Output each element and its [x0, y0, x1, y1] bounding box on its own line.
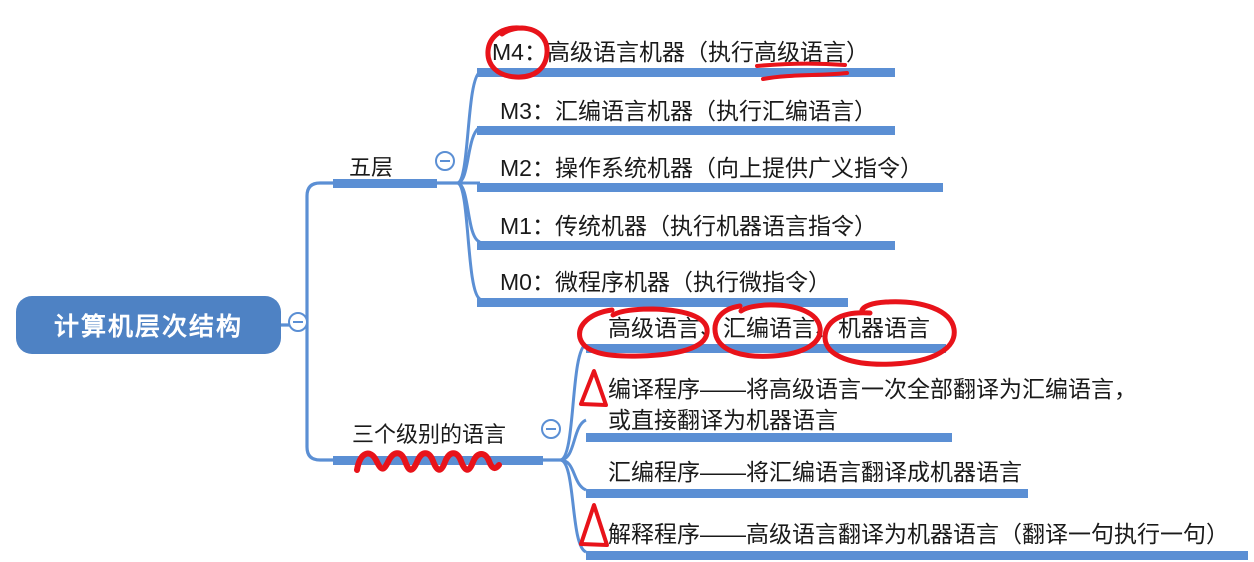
branch-collapse-toggle-three-levels[interactable] [541, 419, 561, 439]
node-m1[interactable]: M1：传统机器（执行机器语言指令） [500, 213, 877, 239]
node-bar-assembler [586, 489, 1028, 498]
node-bar-compiler [586, 433, 952, 442]
root-node[interactable]: 计算机层次结构 [16, 296, 281, 354]
node-bar-m0 [477, 298, 848, 307]
node-assembler[interactable]: 汇编程序——将汇编语言翻译成机器语言 [608, 459, 1022, 485]
node-bar-interpreter [586, 551, 1248, 560]
node-interpreter[interactable]: 解释程序——高级语言翻译为机器语言（翻译一句执行一句） [608, 521, 1229, 547]
node-languages[interactable]: 高级语言、汇编语言、机器语言 [608, 315, 930, 341]
node-m0[interactable]: M0：微程序机器（执行微指令） [500, 269, 831, 295]
node-bar-m2 [477, 183, 943, 192]
node-m2[interactable]: M2：操作系统机器（向上提供广义指令） [500, 155, 923, 181]
branch-label-five-layers: 五层 [349, 155, 394, 180]
node-bar-m4 [477, 68, 895, 77]
node-bar-languages [586, 344, 946, 353]
branch-bar-three-levels [333, 456, 543, 465]
node-bar-m1 [477, 241, 895, 250]
branch-bar-five-layers [333, 179, 437, 188]
branch-label-three-levels: 三个级别的语言 [352, 422, 507, 447]
root-node-label: 计算机层次结构 [53, 313, 243, 341]
branch-collapse-toggle-five-layers[interactable] [435, 151, 455, 171]
node-bar-m3 [477, 126, 895, 135]
node-m3[interactable]: M3：汇编语言机器（执行汇编语言） [500, 98, 877, 124]
node-compiler[interactable]: 编译程序——将高级语言一次全部翻译为汇编语言， 或直接翻译为机器语言 [608, 376, 1137, 433]
node-m4[interactable]: M4：高级语言机器（执行高级语言） [492, 39, 869, 65]
root-collapse-toggle[interactable] [288, 312, 308, 332]
